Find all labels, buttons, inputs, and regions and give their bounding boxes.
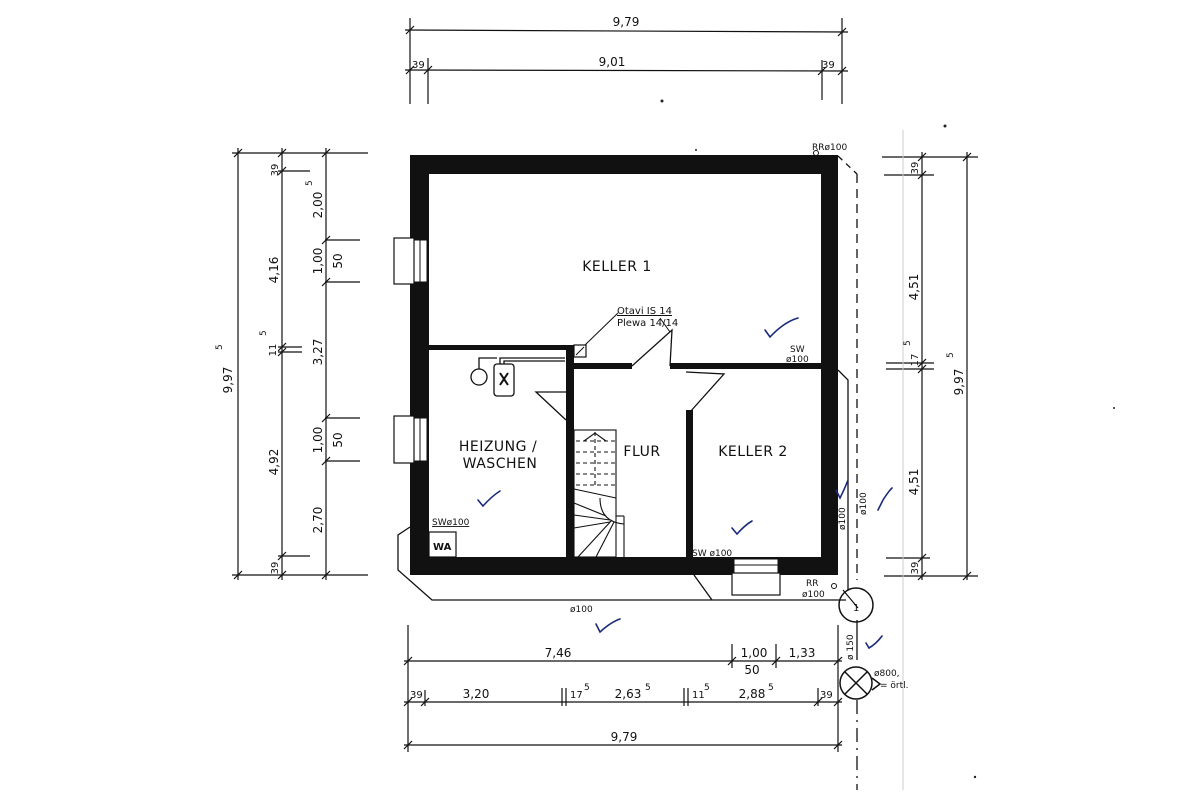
- dim-left-wall-top: 39: [270, 164, 281, 177]
- dim-bottom-overall: 9,79: [611, 730, 638, 744]
- door-openings: [534, 328, 726, 421]
- dim-left-window2: 1,00: [311, 427, 325, 454]
- scan-specks: [660, 99, 1115, 779]
- dim-left-2-70: 2,70: [311, 507, 325, 534]
- dim-top-right-wall: 39: [822, 60, 835, 71]
- dim-bottom-wall-left: 39: [410, 690, 423, 701]
- dim-right-wall-top: 39: [910, 162, 921, 175]
- left-dimension-chains: [232, 148, 368, 580]
- sw-heizung-label: SWø100: [432, 518, 470, 528]
- dim-bottom-2-88-sup: 5: [768, 683, 774, 693]
- rr-top-label: RRø100: [812, 143, 847, 153]
- dim-bottom-1-00: 1,00: [741, 646, 768, 660]
- pipe-down-label: ø 150: [846, 634, 856, 660]
- dim-bottom-wall-right: 39: [820, 690, 833, 701]
- dim-bottom-sill-50: 50: [744, 663, 759, 677]
- dim-left-2-00: 2,00: [311, 192, 325, 219]
- wa-label: WA: [433, 542, 452, 553]
- exterior-walls: [410, 155, 838, 575]
- window-left-upper: [393, 237, 428, 285]
- drainage-lines: [397, 155, 858, 790]
- pipe-right-inner-label: ø100: [838, 507, 848, 530]
- room-keller-1: KELLER 1: [582, 259, 652, 275]
- dim-bottom-11: 11: [692, 690, 705, 701]
- right-dimension-chains: [882, 152, 978, 581]
- sw-flur-label: SW ø100: [692, 549, 732, 559]
- dim-right-4-51-bottom: 4,51: [907, 469, 921, 496]
- pipe-bottom-label: ø100: [570, 605, 593, 615]
- rr-bottom-line2: ø100: [802, 590, 825, 600]
- chimney-label-line2: Plewa 14/14: [617, 318, 678, 329]
- room-heizung-line1: HEIZUNG /: [459, 439, 537, 455]
- dim-bottom-7-46: 7,46: [545, 646, 572, 660]
- dim-left-window1-sill: 50: [331, 253, 345, 268]
- manhole-label-line1: ø800,: [874, 669, 900, 679]
- dim-left-11: 11: [268, 344, 279, 357]
- staircase: [573, 429, 625, 558]
- dim-right-17-sup: 5: [903, 340, 913, 346]
- dim-right-17: 17: [910, 354, 921, 367]
- window-bottom: [731, 558, 781, 596]
- dim-right-wall-bottom: 39: [910, 562, 921, 575]
- dim-bottom-2-63: 2,63: [615, 687, 642, 701]
- check-marks: [477, 317, 893, 650]
- sw-keller1-line2: ø100: [786, 355, 809, 365]
- dim-top-inner: 9,01: [599, 55, 626, 69]
- dim-left-2-00-sup: 5: [305, 180, 315, 186]
- dim-left-4-16: 4,16: [267, 257, 281, 284]
- dim-bottom-17-sup: 5: [584, 683, 590, 693]
- top-dimension-chain: [404, 18, 849, 104]
- dim-top-overall: 9,79: [613, 15, 640, 29]
- manhole-icon: [839, 666, 882, 700]
- chimney-label-line1: Otavi IS 14: [617, 306, 672, 317]
- room-keller-2: KELLER 2: [718, 444, 788, 460]
- dim-bottom-11-sup: 5: [704, 683, 710, 693]
- dim-left-4-92: 4,92: [267, 449, 281, 476]
- room-heizung-line2: WASCHEN: [463, 456, 538, 472]
- dim-left-window2-sill: 50: [331, 432, 345, 447]
- window-left-lower: [393, 415, 428, 464]
- dim-right-4-51-top: 4,51: [907, 274, 921, 301]
- dim-bottom-2-63-sup: 5: [645, 683, 651, 693]
- dim-left-overall: 9,97: [221, 367, 235, 394]
- dim-right-overall-sup: 5: [946, 352, 956, 358]
- dim-left-window1: 1,00: [311, 248, 325, 275]
- dim-left-3-27: 3,27: [311, 339, 325, 366]
- dim-right-overall: 9,97: [952, 369, 966, 396]
- sw-keller1-line1: SW: [790, 345, 805, 355]
- chimney-leader-line: [584, 312, 619, 346]
- dim-bottom-3-20: 3,20: [463, 687, 490, 701]
- dim-bottom-1-33: 1,33: [789, 646, 816, 660]
- room-flur: FLUR: [623, 444, 660, 460]
- inspection-number: 1: [853, 603, 859, 614]
- washing-machine: [428, 531, 457, 558]
- dim-bottom-2-88: 2,88: [739, 687, 766, 701]
- bottom-dimension-labels: 7,46 1,00 50 1,33 39 3,20 17 5 2,63 5 11…: [410, 646, 833, 744]
- dim-left-overall-sup: 5: [215, 344, 225, 350]
- left-dimension-labels: 9,97 5 39 4,16 11 5 4,92 39 2,00 5 1,00 …: [215, 164, 345, 575]
- tank-icon: [470, 368, 488, 386]
- rr-bottom-line1: RR: [806, 579, 819, 589]
- right-dimension-labels: 39 4,51 17 5 4,51 39 9,97 5: [903, 162, 966, 575]
- dim-left-wall-bottom: 39: [270, 562, 281, 575]
- bottom-dimension-chains: [403, 625, 843, 752]
- dim-left-11-sup: 5: [259, 330, 269, 336]
- manhole-label-line2: = örtl.: [880, 681, 909, 691]
- dim-bottom-17: 17: [570, 690, 583, 701]
- dim-top-left-wall: 39: [412, 60, 425, 71]
- pipe-right-outer-label: ø100: [859, 492, 869, 515]
- inspection-chamber-icon: [838, 587, 874, 623]
- heating-boiler-fixtures: [470, 357, 565, 397]
- interior-walls: [429, 345, 821, 557]
